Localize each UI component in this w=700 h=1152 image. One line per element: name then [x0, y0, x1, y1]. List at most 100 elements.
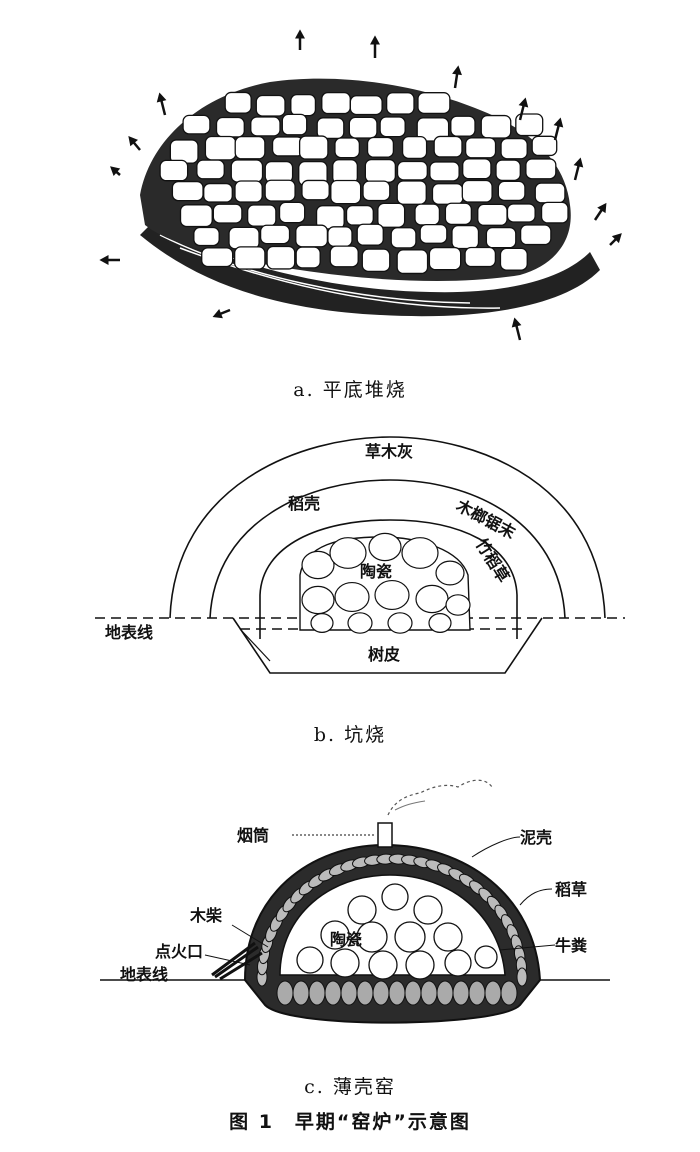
- pottery-block: [401, 136, 428, 160]
- heat-arrow-head: [212, 308, 223, 319]
- dung-piece: [420, 980, 438, 1006]
- label-ground-line-b: 地表线: [105, 623, 153, 642]
- label-ash: 草木灰: [365, 442, 413, 461]
- pottery-block: [414, 203, 441, 226]
- pottery-block: [519, 224, 552, 246]
- pottery-block: [301, 179, 330, 201]
- kiln-pot: [405, 950, 435, 980]
- label-firewood: 木柴: [189, 906, 223, 925]
- ceramic-piece: [301, 585, 335, 615]
- pottery-block: [477, 203, 508, 226]
- pottery-block: [525, 158, 557, 180]
- dung-piece: [500, 980, 518, 1006]
- pottery-block: [169, 139, 199, 164]
- pottery-block: [179, 204, 213, 228]
- pottery-block: [259, 224, 291, 245]
- label-ceramics-c: 陶瓷: [330, 930, 362, 949]
- pottery-block: [264, 160, 294, 184]
- pottery-block: [428, 246, 462, 271]
- pit-ceramic-pieces: [301, 532, 471, 634]
- leader-mud-shell: [471, 836, 521, 858]
- pottery-block: [497, 180, 526, 202]
- panel-b-pit-firing: 草木灰 稻壳 木榔锯末 竹稻草 陶瓷 地表线 树皮: [0, 425, 700, 700]
- dung-piece: [308, 980, 326, 1006]
- heat-arrow-head: [597, 202, 607, 214]
- ceramic-piece: [368, 532, 402, 562]
- pottery-block: [234, 180, 263, 203]
- dung-piece: [276, 980, 294, 1006]
- heat-arrow-head: [99, 255, 109, 265]
- pottery-block: [396, 160, 428, 181]
- label-ignition: 点火口: [155, 942, 203, 961]
- kiln-pot: [347, 895, 377, 925]
- husk-layer-arc: [209, 479, 566, 619]
- kiln-pot: [474, 945, 498, 969]
- pile-pottery-blocks: [159, 91, 569, 275]
- straw-layer-arc: [259, 519, 518, 639]
- pottery-block: [417, 92, 451, 115]
- kiln-pot: [444, 949, 472, 977]
- pottery-block: [416, 117, 450, 142]
- pottery-block: [334, 137, 361, 159]
- ceramic-piece: [334, 581, 370, 613]
- dung-piece: [324, 980, 342, 1006]
- pottery-block: [431, 183, 464, 205]
- heat-arrows: [99, 29, 622, 341]
- pile-firing-illustration: [99, 29, 622, 341]
- panel-a-pile-firing: [0, 20, 700, 360]
- heat-arrow-head: [128, 135, 138, 147]
- pottery-block: [506, 203, 536, 223]
- pottery-block: [433, 135, 463, 158]
- pottery-block: [295, 246, 321, 269]
- smoke-wisp-2: [394, 800, 426, 811]
- pottery-block: [321, 91, 351, 115]
- pottery-block: [444, 202, 472, 226]
- pottery-block: [182, 114, 211, 135]
- pottery-block: [396, 249, 429, 275]
- kiln-pot: [330, 948, 360, 978]
- pottery-block: [171, 180, 204, 202]
- kiln-pot: [381, 883, 409, 911]
- ceramic-piece: [310, 613, 334, 633]
- pottery-block: [246, 204, 277, 227]
- pit-side-line: [239, 628, 271, 662]
- pottery-block: [298, 135, 329, 160]
- thin-shell-kiln-diagram: 烟筒 泥壳 稻草 牛粪 木柴 点火口 地表线 陶瓷: [100, 779, 610, 1024]
- label-straw: 稻草: [555, 880, 587, 899]
- pottery-block: [234, 246, 266, 270]
- ceramic-piece: [435, 560, 465, 586]
- pottery-block: [204, 135, 237, 161]
- dung-piece: [484, 980, 502, 1006]
- pottery-block: [203, 182, 233, 203]
- pottery-block: [234, 135, 266, 160]
- label-bamboo-straw: 竹稻草: [471, 534, 513, 586]
- ceramic-piece: [387, 612, 413, 634]
- label-ground-line-c: 地表线: [120, 965, 168, 984]
- ash-layer-arc: [169, 436, 606, 619]
- pottery-block: [362, 180, 391, 202]
- pottery-block: [215, 116, 245, 138]
- pottery-block: [500, 137, 528, 160]
- pottery-block: [329, 245, 359, 268]
- heat-arrow-head: [295, 29, 305, 39]
- label-bark: 树皮: [368, 645, 400, 664]
- ceramic-piece: [401, 537, 439, 569]
- pottery-block: [290, 93, 317, 117]
- pottery-block: [464, 137, 497, 159]
- dung-piece: [388, 980, 406, 1006]
- leader-firewood: [231, 924, 269, 948]
- pottery-block: [330, 179, 362, 205]
- dung-piece: [372, 980, 390, 1006]
- pottery-block: [278, 201, 306, 224]
- pottery-block: [379, 116, 406, 138]
- heat-arrow-head: [452, 65, 462, 76]
- pottery-block: [316, 117, 345, 140]
- pottery-block: [540, 201, 569, 224]
- pottery-block: [429, 161, 460, 182]
- pottery-block: [356, 223, 384, 246]
- label-mud-shell: 泥壳: [520, 828, 552, 847]
- kiln-pot: [433, 922, 463, 952]
- kiln-pot: [394, 921, 426, 953]
- kiln-pot: [320, 920, 350, 950]
- ceramic-piece: [329, 537, 367, 569]
